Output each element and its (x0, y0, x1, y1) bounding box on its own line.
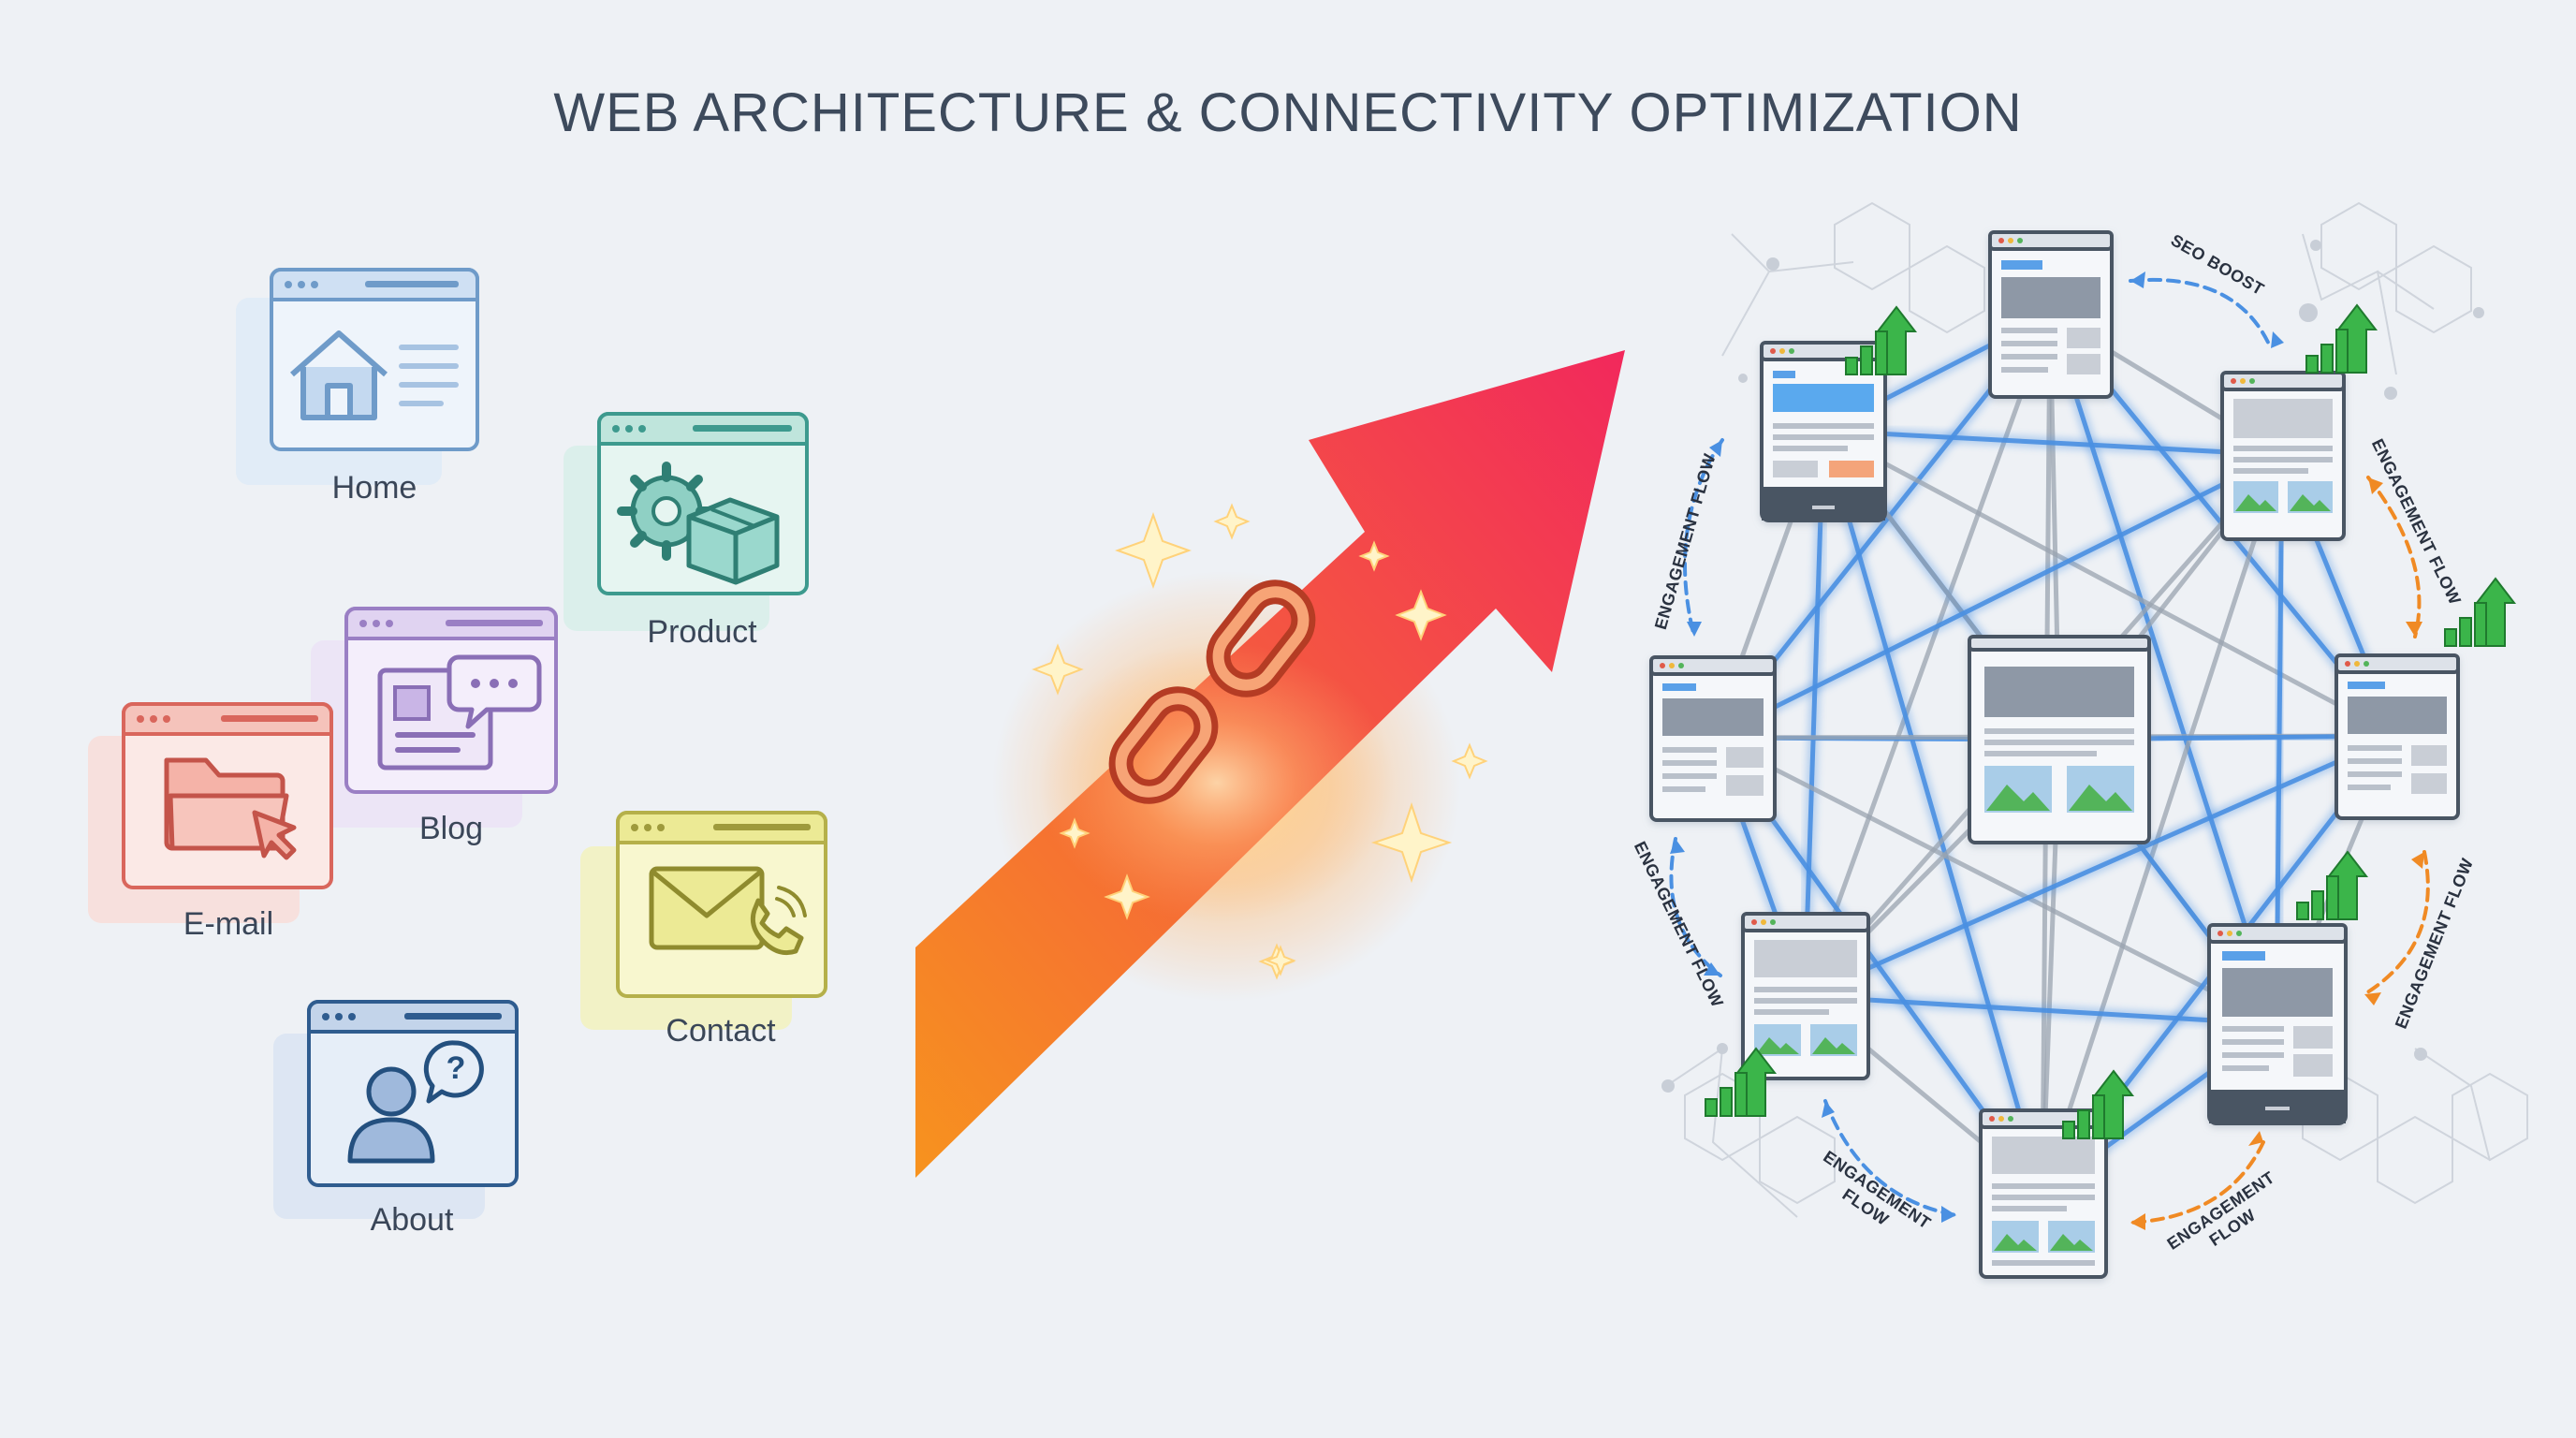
connection-line (1804, 993, 2277, 1027)
connection-line (1803, 733, 2398, 999)
seo-boost-label: SEO BOOST (2168, 230, 2268, 299)
envelope-phone-icon (649, 866, 807, 956)
page-card-product: Product (564, 412, 809, 650)
page-card-contact: Contact (580, 811, 827, 1049)
hex-background (1665, 201, 2528, 1218)
growth-arrow-icon (915, 350, 1625, 1178)
network-page-node (2334, 653, 2460, 820)
growth-chart-icon (2062, 1069, 2135, 1139)
diagram-title: WEB ARCHITECTURE & CONNECTIVITY OPTIMIZA… (553, 82, 2022, 143)
network-page-node (2207, 923, 2348, 1125)
connection-line (1821, 430, 2045, 1194)
connection-line (1802, 314, 2053, 997)
network-nodes-dots (1661, 240, 2484, 1093)
connection-line (1711, 735, 2278, 1027)
flow-arrowheads (1670, 271, 2424, 1230)
page-card-home: Home (236, 268, 479, 506)
page-card-blog: Blog (311, 607, 558, 846)
sparkles (1032, 503, 1488, 980)
growth-chart-icon (1845, 305, 1918, 375)
engagement-flow-label-lower-left: ENGAGEMENT FLOW (1631, 839, 1727, 1011)
network-page-node (1760, 341, 1887, 522)
user-question-icon: ? (347, 1040, 484, 1164)
page-card-email: E-mail (88, 702, 333, 942)
page-label-home: Home (332, 470, 417, 506)
connection-line (1822, 428, 2398, 739)
page-label-product: Product (647, 614, 757, 650)
network-page-node (1979, 1108, 2108, 1279)
engagement-flow-label-lower-right: ENGAGEMENT FLOW (2392, 856, 2477, 1032)
page-label-about: About (371, 1202, 454, 1238)
connection-line (1711, 452, 2284, 741)
growth-chart-icon (2305, 303, 2378, 374)
page-label-blog: Blog (419, 811, 483, 846)
folder-cursor-icon (164, 757, 297, 860)
connection-line (1802, 430, 1826, 997)
network-page-node (1741, 912, 1870, 1080)
connection-line (1822, 428, 2283, 458)
engagement-flow-label-bottom-right: ENGAGEMENT FLOW (2164, 1167, 2278, 1254)
svg-text:?: ? (446, 1050, 466, 1086)
growth-chart-icon (1705, 1047, 1778, 1117)
page-label-contact: Contact (666, 1013, 776, 1049)
network-page-node (1649, 655, 1777, 822)
engagement-flow-label-left: ENGAGEMENT FLOW (1651, 451, 1720, 631)
connection-line (2047, 314, 2279, 1025)
growth-chart-icon (2296, 850, 2369, 920)
network-page-node-hub (1968, 635, 2151, 844)
page-card-about: ? About (273, 1000, 519, 1238)
flow-arrows (1669, 278, 2430, 1225)
connection-line (2040, 454, 2285, 1194)
growth-chart-icon (2444, 577, 2517, 647)
chain-link-icon (1108, 580, 1316, 804)
network-page-node (2220, 371, 2346, 541)
page-label-email: E-mail (183, 906, 273, 942)
gear-box-icon (617, 462, 780, 585)
engagement-flow-label-bottom-left: ENGAGEMENT FLOW (1820, 1147, 1934, 1233)
blog-chat-icon (377, 654, 542, 770)
growth-bars (1705, 303, 2517, 1139)
home-icon (290, 330, 388, 420)
network-page-node (1988, 230, 2114, 399)
page-nodes (1649, 230, 2460, 1279)
